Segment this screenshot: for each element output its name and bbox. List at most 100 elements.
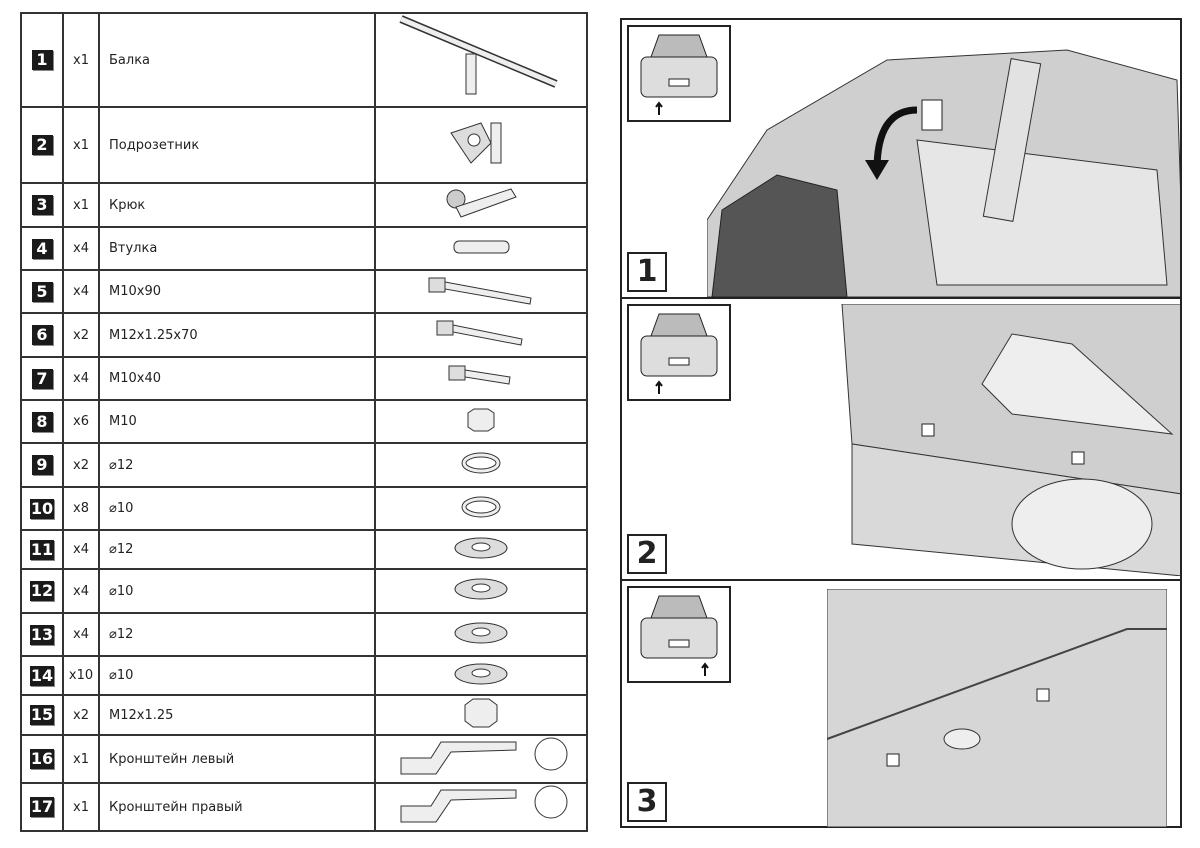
part-number-cell: 15 bbox=[20, 694, 64, 736]
socket-bracket-icon bbox=[374, 106, 588, 184]
car-rear-thumbnail bbox=[627, 25, 731, 122]
sleeve-icon bbox=[374, 226, 588, 271]
hook-icon bbox=[374, 182, 588, 228]
part-name: ⌀10 bbox=[98, 655, 376, 696]
part-name: ⌀12 bbox=[98, 529, 376, 570]
part-row: 13 x4 ⌀12 bbox=[20, 612, 588, 657]
part-row: 14 x10 ⌀10 bbox=[20, 655, 588, 696]
part-name: ⌀12 bbox=[98, 612, 376, 657]
part-quantity: x10 bbox=[62, 655, 100, 696]
part-row: 16 x1 Кронштейн левый bbox=[20, 734, 588, 784]
part-row: 5 x4 M10x90 bbox=[20, 269, 588, 314]
part-number-badge: 17 bbox=[29, 797, 55, 817]
part-number-cell: 6 bbox=[20, 312, 64, 358]
part-number-badge: 12 bbox=[29, 581, 55, 601]
part-quantity: x4 bbox=[62, 269, 100, 314]
part-quantity: x4 bbox=[62, 529, 100, 570]
washer-icon bbox=[374, 655, 588, 696]
part-quantity: x1 bbox=[62, 782, 100, 832]
part-number-badge: 6 bbox=[31, 325, 53, 345]
part-number-badge: 4 bbox=[31, 238, 53, 259]
step-number: 2 bbox=[627, 534, 667, 574]
part-name: Подрозетник bbox=[98, 106, 376, 184]
part-quantity: x2 bbox=[62, 442, 100, 488]
part-row: 2 x1 Подрозетник bbox=[20, 106, 588, 184]
part-quantity: x8 bbox=[62, 486, 100, 531]
part-number-cell: 13 bbox=[20, 612, 64, 657]
part-row: 11 x4 ⌀12 bbox=[20, 529, 588, 570]
part-row: 17 x1 Кронштейн правый bbox=[20, 782, 588, 832]
part-number-cell: 9 bbox=[20, 442, 64, 488]
beam-icon bbox=[374, 12, 588, 108]
part-number-cell: 14 bbox=[20, 655, 64, 696]
bolt-medium-icon bbox=[374, 312, 588, 358]
part-quantity: x1 bbox=[62, 12, 100, 108]
part-quantity: x1 bbox=[62, 182, 100, 228]
washer-icon bbox=[374, 529, 588, 570]
part-name: Балка bbox=[98, 12, 376, 108]
spring-washer-icon bbox=[374, 442, 588, 488]
part-number-badge: 8 bbox=[31, 411, 53, 432]
underbody-illustration bbox=[827, 589, 1167, 827]
part-number-badge: 3 bbox=[31, 195, 53, 215]
part-name: M12x1.25 bbox=[98, 694, 376, 736]
part-row: 6 x2 M12x1.25x70 bbox=[20, 312, 588, 358]
part-name: M10 bbox=[98, 399, 376, 444]
part-quantity: x6 bbox=[62, 399, 100, 444]
part-number-cell: 12 bbox=[20, 568, 64, 614]
part-row: 9 x2 ⌀12 bbox=[20, 442, 588, 488]
car-rear-thumbnail bbox=[627, 586, 731, 683]
bracket-icon bbox=[374, 734, 588, 784]
nut-icon bbox=[374, 399, 588, 444]
part-number-badge: 16 bbox=[29, 749, 55, 769]
nut-large-icon bbox=[374, 694, 588, 736]
part-number-badge: 15 bbox=[29, 705, 55, 725]
parts-list-table: 1 x1 Балка 2 x1 Подрозетник 3 x1 Крюк 4 … bbox=[20, 12, 588, 832]
part-number-cell: 2 bbox=[20, 106, 64, 184]
washer-icon bbox=[374, 568, 588, 614]
part-number-badge: 9 bbox=[31, 455, 53, 475]
part-name: M10x90 bbox=[98, 269, 376, 314]
part-row: 7 x4 M10x40 bbox=[20, 356, 588, 401]
part-row: 3 x1 Крюк bbox=[20, 182, 588, 228]
part-name: Кронштейн правый bbox=[98, 782, 376, 832]
part-number-cell: 4 bbox=[20, 226, 64, 271]
part-number-cell: 3 bbox=[20, 182, 64, 228]
step-number: 1 bbox=[627, 252, 667, 292]
part-quantity: x2 bbox=[62, 312, 100, 358]
part-number-cell: 17 bbox=[20, 782, 64, 832]
part-number-badge: 2 bbox=[31, 135, 53, 155]
part-quantity: x4 bbox=[62, 612, 100, 657]
spring-washer-icon bbox=[374, 486, 588, 531]
part-name: Кронштейн левый bbox=[98, 734, 376, 784]
part-number-cell: 16 bbox=[20, 734, 64, 784]
bolt-short-icon bbox=[374, 356, 588, 401]
installation-steps: 1 2 3 bbox=[620, 18, 1182, 828]
part-number-cell: 1 bbox=[20, 12, 64, 108]
part-quantity: x2 bbox=[62, 694, 100, 736]
part-name: ⌀10 bbox=[98, 568, 376, 614]
underbody-illustration bbox=[707, 49, 1180, 297]
part-number-cell: 11 bbox=[20, 529, 64, 570]
part-row: 15 x2 M12x1.25 bbox=[20, 694, 588, 736]
car-rear-thumbnail bbox=[627, 304, 731, 401]
part-number-cell: 7 bbox=[20, 356, 64, 401]
step-number: 3 bbox=[627, 782, 667, 822]
part-name: ⌀12 bbox=[98, 442, 376, 488]
step-panel-3: 3 bbox=[622, 581, 1180, 827]
part-row: 12 x4 ⌀10 bbox=[20, 568, 588, 614]
step-panel-2: 2 bbox=[622, 299, 1180, 581]
part-name: M10x40 bbox=[98, 356, 376, 401]
bracket-icon bbox=[374, 782, 588, 832]
part-number-badge: 10 bbox=[29, 498, 55, 519]
part-number-badge: 7 bbox=[31, 368, 53, 389]
part-number-cell: 8 bbox=[20, 399, 64, 444]
part-number-badge: 5 bbox=[31, 281, 53, 302]
part-quantity: x1 bbox=[62, 106, 100, 184]
part-number-badge: 14 bbox=[29, 665, 55, 686]
part-number-badge: 13 bbox=[29, 624, 55, 645]
part-row: 10 x8 ⌀10 bbox=[20, 486, 588, 531]
part-row: 8 x6 M10 bbox=[20, 399, 588, 444]
part-name: ⌀10 bbox=[98, 486, 376, 531]
part-row: 4 x4 Втулка bbox=[20, 226, 588, 271]
